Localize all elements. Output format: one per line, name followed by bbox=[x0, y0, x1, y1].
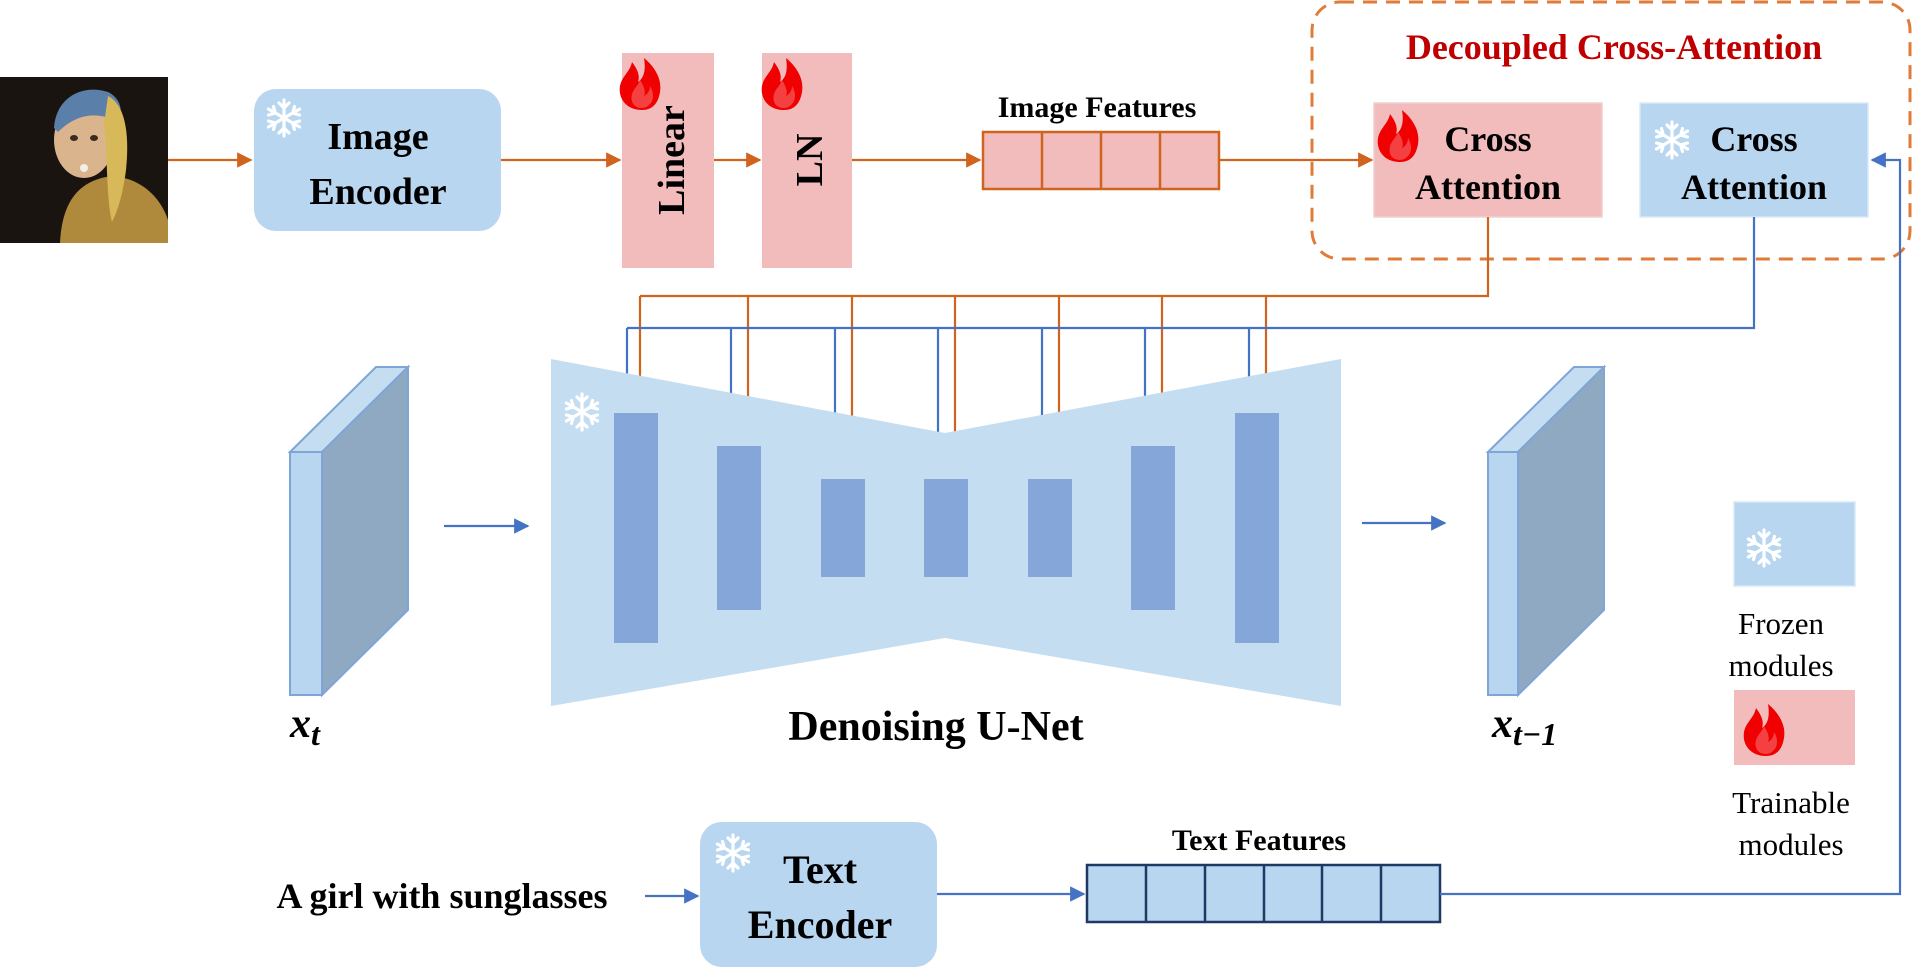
cross-attention-trainable-box: Cross Attention bbox=[1373, 102, 1603, 218]
prompt-text: A girl with sunglasses bbox=[276, 876, 607, 916]
text-features-label: Text Features bbox=[1172, 824, 1346, 857]
unet-block bbox=[924, 479, 968, 577]
unet-block bbox=[821, 479, 865, 577]
xt1-subscript: t−1 bbox=[1513, 716, 1557, 752]
svg-text:xt−1: xt−1 bbox=[1491, 701, 1557, 752]
arrow-text-features-to-cross-attention bbox=[1440, 152, 1902, 896]
legend-frozen-label-2: modules bbox=[1728, 648, 1833, 683]
cross-attention-frozen-label-2: Attention bbox=[1681, 167, 1827, 207]
decoupled-title: Decoupled Cross-Attention bbox=[1406, 27, 1822, 67]
text-features-block: Text Features bbox=[1085, 824, 1442, 924]
unet-block bbox=[717, 446, 761, 610]
cross-attention-frozen-label-1: Cross bbox=[1710, 119, 1797, 159]
input-image bbox=[0, 77, 168, 243]
svg-text:xt: xt bbox=[289, 701, 321, 752]
linear-label: Linear bbox=[651, 105, 693, 215]
cross-attention-trainable-label-2: Attention bbox=[1415, 167, 1561, 207]
decoupled-cross-attention-group: Decoupled Cross-Attention Cross Attentio… bbox=[1310, 0, 1912, 261]
image-features-block: Image Features bbox=[981, 91, 1221, 191]
denoising-unet: Denoising U-Net bbox=[551, 359, 1341, 750]
image-encoder-label-1: Image bbox=[327, 116, 428, 158]
cross-attention-frozen-box: Cross Attention bbox=[1639, 102, 1869, 218]
text-encoder-label-2: Encoder bbox=[748, 902, 892, 947]
unet-block bbox=[1028, 479, 1072, 577]
ln-label: LN bbox=[789, 134, 831, 187]
image-features-label: Image Features bbox=[998, 91, 1197, 124]
unet-block bbox=[1131, 446, 1175, 610]
legend-trainable-label-1: Trainable bbox=[1732, 785, 1850, 820]
cross-attention-trainable-label-1: Cross bbox=[1444, 119, 1531, 159]
legend-trainable-label-2: modules bbox=[1738, 827, 1843, 862]
unet-block bbox=[1235, 413, 1279, 643]
linear-block: Linear bbox=[619, 53, 714, 268]
latent-xt-minus-1: xt−1 bbox=[1485, 364, 1607, 752]
image-encoder-box: Image Encoder bbox=[254, 89, 501, 231]
unet-label: Denoising U-Net bbox=[788, 704, 1083, 750]
image-encoder-label-2: Encoder bbox=[309, 171, 446, 213]
text-encoder-box: Text Encoder bbox=[700, 822, 937, 967]
text-encoder-label-1: Text bbox=[783, 847, 858, 892]
xt-label: x bbox=[289, 701, 311, 747]
xt1-label: x bbox=[1491, 701, 1513, 747]
ln-block: LN bbox=[761, 53, 852, 268]
latent-xt: xt bbox=[287, 364, 411, 752]
xt-subscript: t bbox=[311, 716, 321, 752]
legend-frozen-label-1: Frozen bbox=[1738, 606, 1825, 641]
legend: Frozen modules Trainable modules bbox=[1728, 501, 1856, 862]
unet-block bbox=[614, 413, 658, 643]
